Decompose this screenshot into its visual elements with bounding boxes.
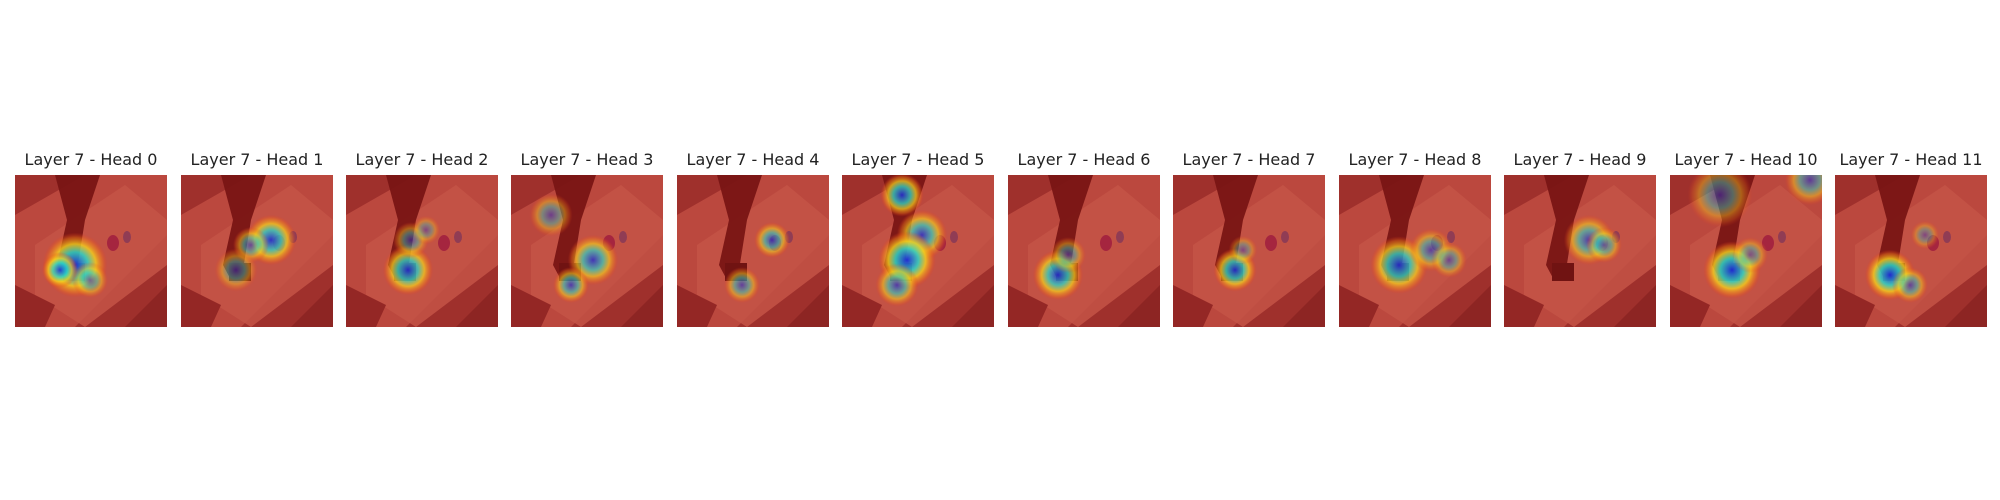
attention-heatmap-image: [1339, 175, 1491, 327]
attention-heatmap-image: [15, 175, 167, 327]
attention-heatmap-image: [346, 175, 498, 327]
panel-title: Layer 7 - Head 10: [1674, 150, 1818, 169]
attention-heatmap-image: [1008, 175, 1160, 327]
panel-title: Layer 7 - Head 8: [1348, 150, 1482, 169]
attention-heatmap-image: [181, 175, 333, 327]
panel-title: Layer 7 - Head 2: [355, 150, 489, 169]
attention-heatmap-image: [1835, 175, 1987, 327]
panel-title: Layer 7 - Head 1: [190, 150, 324, 169]
panel-title: Layer 7 - Head 11: [1839, 150, 1983, 169]
panel-title: Layer 7 - Head 4: [686, 150, 820, 169]
panel-title: Layer 7 - Head 3: [520, 150, 654, 169]
panel-title: Layer 7 - Head 6: [1017, 150, 1151, 169]
attention-heatmap-image: [677, 175, 829, 327]
attention-heatmap-image: [511, 175, 663, 327]
attention-heatmap-image: [1173, 175, 1325, 327]
attention-heatmap-image: [842, 175, 994, 327]
panel-title: Layer 7 - Head 0: [24, 150, 158, 169]
panel-title: Layer 7 - Head 9: [1513, 150, 1647, 169]
panel-title: Layer 7 - Head 5: [851, 150, 985, 169]
attention-heatmap-image: [1504, 175, 1656, 327]
attention-heatmap-image: [1670, 175, 1822, 327]
panel-title: Layer 7 - Head 7: [1182, 150, 1316, 169]
